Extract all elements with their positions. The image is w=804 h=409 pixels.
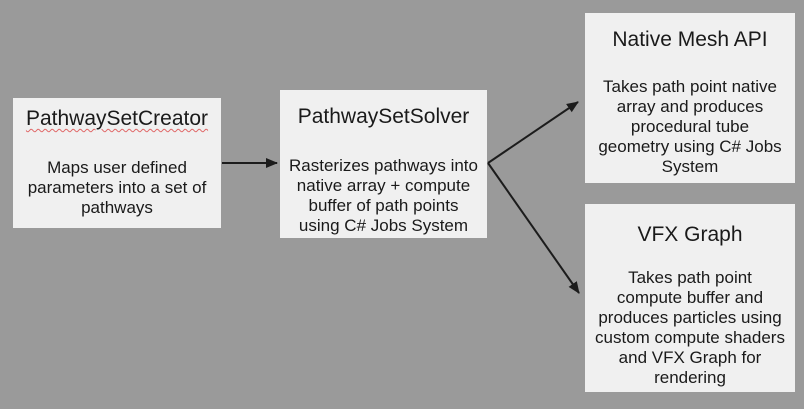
node-pathway-set-creator-title: PathwaySetCreator <box>25 107 209 130</box>
node-native-mesh-api-title: Native Mesh API <box>612 28 768 51</box>
node-native-mesh-api-description: Takes path point native array and produc… <box>598 77 782 176</box>
node-pathway-set-solver-description: Rasterizes pathways into native array + … <box>289 156 478 235</box>
node-pathway-set-creator-description: Maps user defined parameters into a set … <box>27 158 207 217</box>
node-vfx-graph-description: Takes path point compute buffer and prod… <box>595 268 785 387</box>
node-pathway-set-solver-title: PathwaySetSolver <box>297 105 470 128</box>
node-vfx-graph-title: VFX Graph <box>637 223 743 246</box>
node-native-mesh-api: Native Mesh API Takes path point native … <box>585 13 795 183</box>
node-vfx-graph: VFX Graph Takes path point compute buffe… <box>585 204 795 392</box>
arrow-solver-to-vfx-graph <box>487 162 580 294</box>
arrow-solver-to-native-mesh-api <box>487 101 579 164</box>
node-pathway-set-solver: PathwaySetSolver Rasterizes pathways int… <box>280 90 487 238</box>
node-pathway-set-creator: PathwaySetCreator Maps user defined para… <box>13 98 221 228</box>
